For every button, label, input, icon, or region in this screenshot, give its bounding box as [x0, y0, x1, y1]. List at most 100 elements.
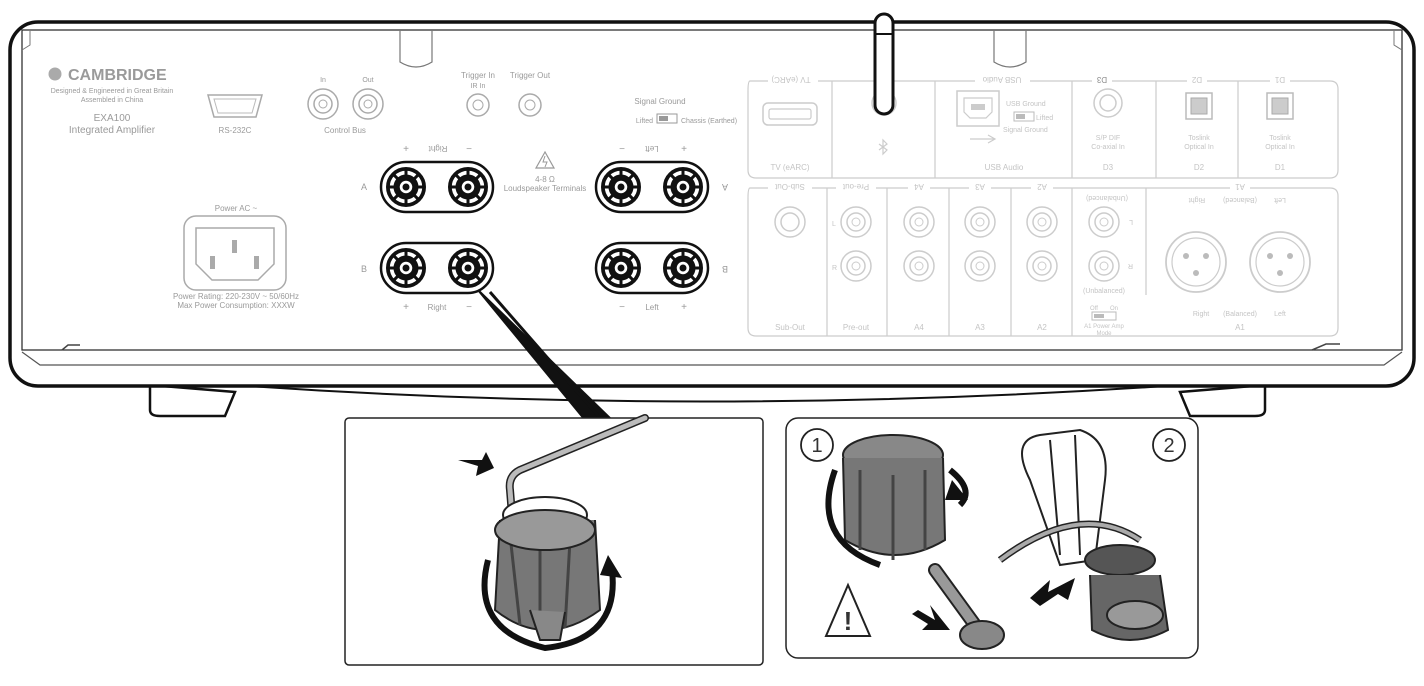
tv-earc-label: TV (eARC) [770, 163, 809, 172]
left-label-top: Left [645, 144, 659, 153]
control-bus-label: Control Bus [324, 126, 366, 135]
trigger-ports: Trigger In IR In Trigger Out [461, 71, 551, 117]
row-a-right: A [722, 182, 728, 192]
minus-label: − [466, 144, 472, 155]
d1-top: D1 [1274, 75, 1285, 84]
tv-earc-top: TV (eARC) [771, 75, 810, 84]
row-b-left: B [361, 264, 367, 274]
signal-ground-chassis: Chassis (Earthed) [681, 118, 737, 125]
rs232-port: RS-232C [207, 94, 263, 135]
speaker-title: Loudspeaker Terminals [504, 184, 587, 193]
a3-label: A3 [975, 323, 985, 332]
speaker-terminals: + − Right − + Left A A B B 4-8 Ω Loudspe… [361, 144, 728, 313]
arrow-icon [458, 452, 494, 476]
power-rating: Power Rating: 220-230V ~ 50/60Hz [173, 292, 299, 301]
binding-post-pair [594, 241, 710, 295]
preout-l: L [832, 221, 836, 228]
unbal-l: L [1129, 218, 1133, 225]
minus-label: − [619, 302, 625, 313]
d3-label: D3 [1103, 163, 1114, 172]
a1-mode-on: On [1110, 306, 1118, 312]
detail-panel-insert-wire [344, 414, 764, 666]
subout-top: Sub-Out [774, 182, 805, 191]
ir-in-label: IR In [471, 83, 486, 90]
brand-block: CAMBRIDGE Designed & Engineered in Great… [48, 67, 174, 136]
d3-top: D3 [1096, 75, 1107, 84]
a1-balanced-label: (Balanced) [1223, 311, 1257, 318]
plus-label: + [403, 302, 409, 313]
brand-name: CAMBRIDGE [68, 67, 167, 84]
power-ac-label: Power AC ~ [215, 204, 258, 213]
model-name: EXA100 [94, 113, 131, 124]
a1-top: A1 [1235, 182, 1245, 191]
warning-icon [534, 150, 556, 169]
control-bus: In Out Control Bus [307, 77, 384, 135]
control-bus-in-label: In [320, 77, 326, 84]
power-consumption: Max Power Consumption: XXXW [177, 301, 295, 310]
a1-right-label: Right [1193, 311, 1209, 318]
brand-line-1: Designed & Engineered in Great Britain [51, 88, 174, 95]
d1-label: D1 [1275, 163, 1286, 172]
left-label-bottom: Left [645, 303, 659, 312]
analog-input-panel: Sub-Out Sub-Out Pre-out L R Pre-out A4 A… [747, 182, 1339, 337]
digital-input-panel: TV (eARC) TV (eARC) USB Audio USB Ground… [747, 75, 1339, 179]
usb-audio-top: USB Audio [982, 75, 1021, 84]
a1-left-top: Left [1274, 196, 1286, 203]
unbal-r: R [1128, 262, 1133, 269]
d2-top: D2 [1191, 75, 1202, 84]
a4-label: A4 [914, 323, 924, 332]
d3-line-1: S/P DIF [1096, 135, 1120, 142]
a2-label: A2 [1037, 323, 1047, 332]
warning-symbol: ! [844, 606, 853, 636]
subout-label: Sub-Out [775, 323, 806, 332]
row-a-left: A [361, 182, 367, 192]
signal-ground-title: Signal Ground [634, 97, 685, 106]
step-2-badge [1152, 428, 1186, 462]
signal-ground-switch: Signal Ground Lifted Chassis (Earthed) [634, 97, 737, 125]
brand-line-2: Assembled in China [81, 97, 143, 104]
a1-mode-off: Off [1090, 306, 1098, 312]
a1-mode-line-2: Mode [1096, 331, 1112, 337]
a1-left-label: Left [1274, 311, 1286, 318]
unbalanced-label: (Unbalanced) [1083, 288, 1125, 295]
d2-line-2: Optical In [1184, 144, 1214, 151]
d1-line-1: Toslink [1269, 135, 1291, 142]
preout-r: R [832, 265, 837, 272]
a3-top: A3 [975, 182, 985, 191]
minus-label: − [466, 302, 472, 313]
warning-triangle-icon [824, 582, 872, 637]
bluetooth-antenna [871, 12, 897, 116]
speaker-impedance: 4-8 Ω [535, 175, 555, 184]
binding-post-pair [379, 241, 495, 295]
usb-icon [970, 134, 997, 144]
bluetooth-icon [878, 138, 888, 156]
plus-label: + [681, 144, 687, 155]
a4-top: A4 [914, 182, 924, 191]
chassis [8, 20, 1416, 418]
usb-lifted-label: Lifted [1036, 115, 1053, 122]
rs232-label: RS-232C [219, 126, 252, 135]
usb-signal-ground-label: Signal Ground [1003, 127, 1048, 134]
trigger-out-label: Trigger Out [510, 71, 551, 80]
step-1-number: 1 [811, 435, 822, 457]
right-label-bottom: Right [428, 303, 447, 312]
right-label-top: Right [428, 144, 447, 153]
product-name: Integrated Amplifier [69, 125, 156, 136]
d2-label: D2 [1194, 163, 1205, 172]
a1-balanced-top: (Balanced) [1223, 196, 1257, 203]
step-2-number: 2 [1163, 435, 1174, 457]
detail-panel-steps: 1 2 ! [785, 417, 1199, 659]
control-bus-out-label: Out [362, 77, 373, 84]
signal-ground-lifted: Lifted [636, 118, 653, 125]
up-arrow-icon [1030, 578, 1075, 606]
binding-post-pair [594, 160, 710, 214]
cambridge-logo-icon [48, 67, 62, 81]
step-1-badge [800, 428, 834, 462]
preout-top: Pre-out [842, 182, 869, 191]
usb-ground-label: USB Ground [1006, 101, 1046, 108]
a1-mode-line-1: A1 Power Amp [1084, 324, 1124, 330]
binding-post-pair [379, 160, 495, 214]
minus-label: − [619, 144, 625, 155]
preout-label: Pre-out [843, 323, 870, 332]
